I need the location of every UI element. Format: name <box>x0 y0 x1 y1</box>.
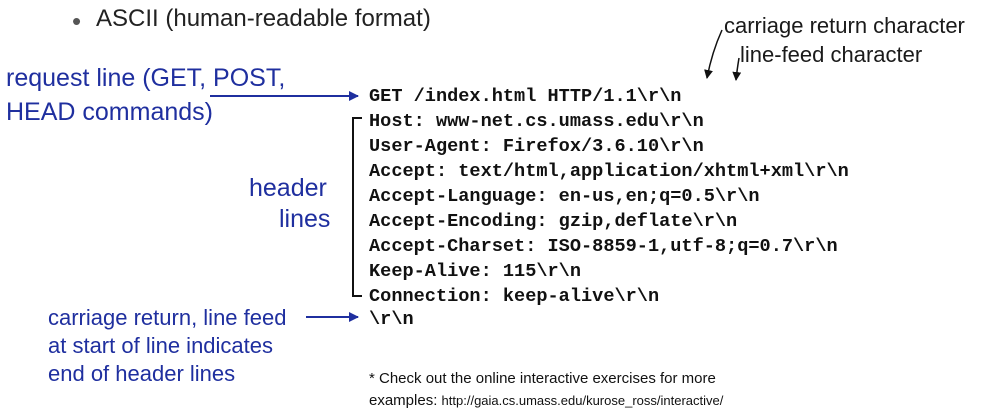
header-lines-label-1: header <box>249 174 327 202</box>
bullet-dot: • <box>72 6 82 36</box>
footnote-url[interactable]: http://gaia.cs.umass.edu/kurose_ross/int… <box>441 393 724 408</box>
footnote-prefix: examples: <box>369 392 442 409</box>
header-line-accept-encoding: Accept-Encoding: gzip,deflate\r\n <box>369 211 738 232</box>
header-lines-label-2: lines <box>279 205 331 233</box>
header-line-host: Host: www-net.cs.umass.edu\r\n <box>369 111 704 132</box>
request-line: GET /index.html HTTP/1.1\r\n <box>369 86 682 107</box>
end-of-headers-label-3: end of header lines <box>48 361 236 386</box>
end-of-headers-label-1: carriage return, line feed <box>48 305 287 330</box>
header-line-accept-charset: Accept-Charset: ISO-8859-1,utf-8;q=0.7\r… <box>369 236 838 257</box>
blank-line-crlf: \r\n <box>369 309 414 330</box>
header-line-keep-alive: Keep-Alive: 115\r\n <box>369 261 582 282</box>
header-line-accept: Accept: text/html,application/xhtml+xml\… <box>369 161 849 182</box>
header-lines-bracket <box>352 117 362 297</box>
header-line-accept-language: Accept-Language: en-us,en;q=0.5\r\n <box>369 186 760 207</box>
request-line-label-2: HEAD commands) <box>6 98 213 126</box>
request-line-label-1: request line (GET, POST, <box>6 64 286 92</box>
header-line-connection: Connection: keep-alive\r\n <box>369 286 660 307</box>
line-feed-arrow <box>732 57 742 81</box>
carriage-return-arrow <box>704 29 723 79</box>
header-line-user-agent: User-Agent: Firefox/3.6.10\r\n <box>369 136 704 157</box>
end-of-headers-label-2: at start of line indicates <box>48 333 274 358</box>
carriage-return-annotation: carriage return character <box>724 13 965 38</box>
footnote-line-2: examples: http://gaia.cs.umass.edu/kuros… <box>369 392 723 409</box>
footnote-line-1: * Check out the online interactive exerc… <box>369 370 716 387</box>
line-feed-annotation: line-feed character <box>740 42 923 67</box>
bullet-text: ASCII (human-readable format) <box>96 5 431 32</box>
